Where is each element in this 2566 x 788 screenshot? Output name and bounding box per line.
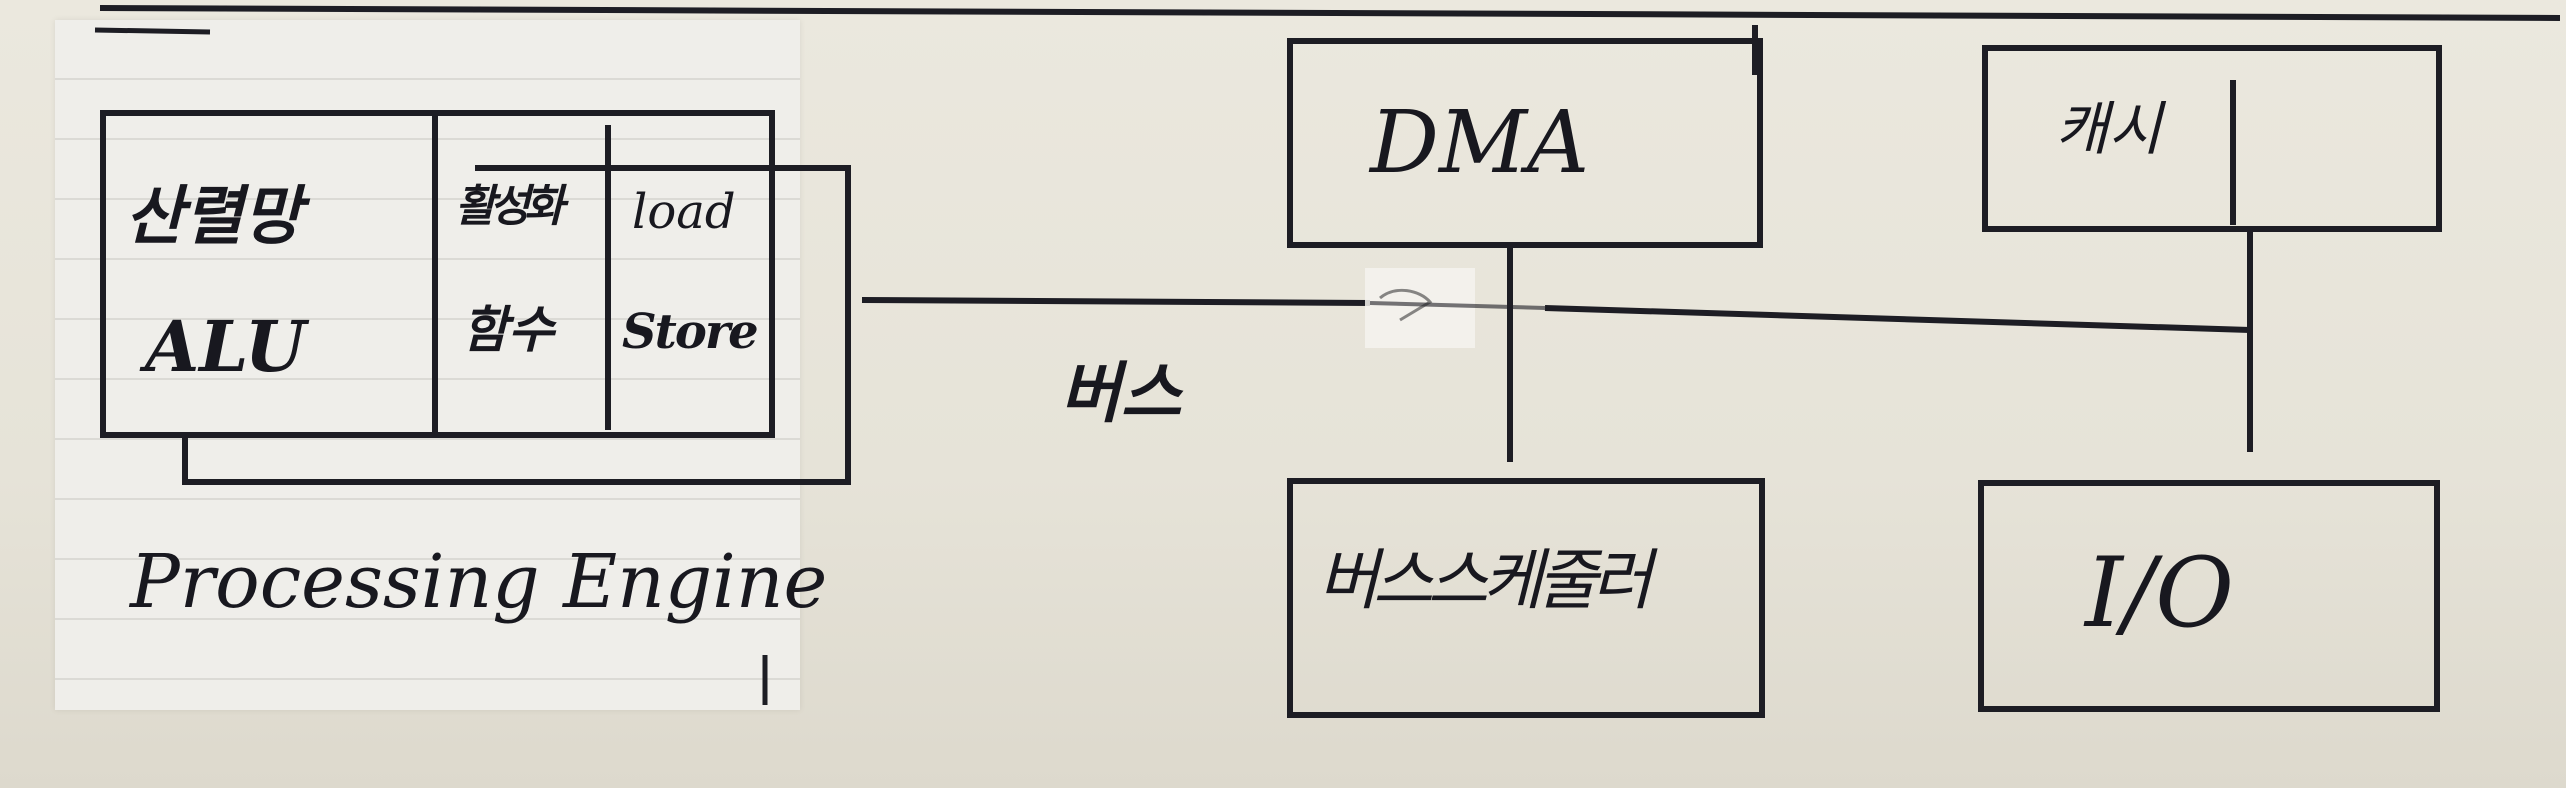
bus-line-left [861, 297, 1371, 306]
pe-divider-2 [605, 125, 611, 430]
bus-label: 버스 [1060, 354, 1182, 432]
special-cell-line1: 활성화 [455, 181, 564, 232]
alu-cell-line1: 산렬망 [125, 179, 302, 254]
bus-line-right [1544, 305, 2251, 333]
bus-scheduler-label: 버스스케줄러 [1318, 542, 1652, 619]
dma-box-tick [1752, 25, 1758, 75]
io-label: I/O [2085, 537, 2234, 649]
bus-scheduler-box [1287, 478, 1765, 718]
processing-engine-label: Processing Engine [130, 539, 828, 625]
dma-label: DMA [1370, 93, 1590, 193]
bus-through-smudge [1369, 301, 1546, 310]
loadstore-cell-line2: Store [622, 304, 759, 360]
loadstore-cell-line1: load [632, 184, 736, 240]
pe-bracket [182, 165, 851, 485]
top-left-dash [94, 27, 211, 35]
alu-cell-line2: ALU [145, 305, 306, 388]
cache-box [1982, 45, 2442, 232]
cache-divider [2230, 80, 2236, 225]
paper-ruled-lines [55, 20, 800, 710]
io-box [1978, 480, 2440, 712]
paper-patch [55, 20, 800, 710]
special-cell-line2: 함수 [462, 300, 554, 359]
bus-smudge-mark [1379, 288, 1433, 322]
pe-divider-1 [432, 113, 438, 435]
top-border-line [99, 5, 2561, 21]
cache-label: 캐시 [2055, 95, 2162, 163]
dma-box [1287, 38, 1763, 248]
